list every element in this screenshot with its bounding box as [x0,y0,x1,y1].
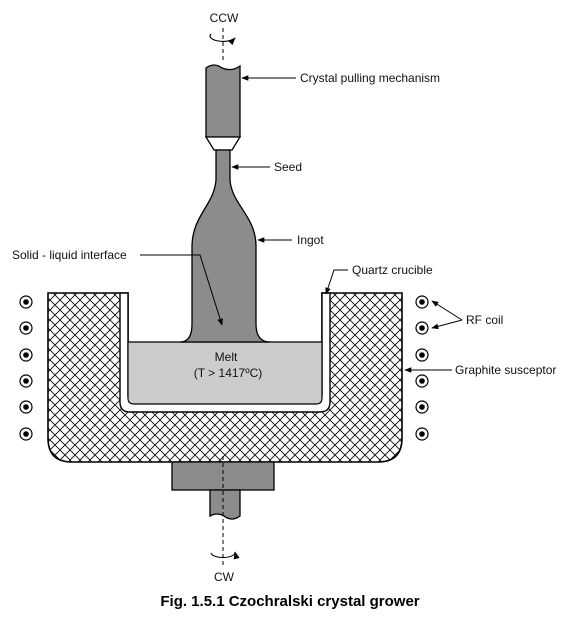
label-graphite-susceptor: Graphite susceptor [455,363,556,377]
label-quartz-crucible: Quartz crucible [352,263,433,277]
ccw-rotation-icon [209,33,236,46]
label-ingot: Ingot [297,233,324,247]
cw-rotation-icon [210,551,240,560]
melt [127,341,323,405]
rf-coil-left [19,295,33,441]
leader-rf-coil-top [431,300,463,321]
label-solid-liquid-interface: Solid - liquid interface [12,248,127,262]
cw-label: CW [214,570,235,584]
leader-quartz [325,269,348,295]
label-melt: Melt [215,350,238,364]
label-crystal-pulling: Crystal pulling mechanism [300,71,440,85]
leader-rf-coil-bottom [431,319,463,330]
leader-interface [140,254,223,326]
figure-caption: Fig. 1.5.1 Czochralski crystal grower [160,593,419,610]
label-rf-coil: RF coil [466,313,503,327]
label-seed: Seed [274,160,302,174]
pulling-rod [205,64,241,138]
ingot [179,149,271,343]
lower-shaft [209,489,241,520]
seed-chuck [204,136,242,151]
ccw-label: CCW [210,11,239,25]
graphite-susceptor [47,292,403,463]
label-melt-temperature: (T > 1417ºC) [194,366,263,380]
rf-coil-right [415,295,429,441]
